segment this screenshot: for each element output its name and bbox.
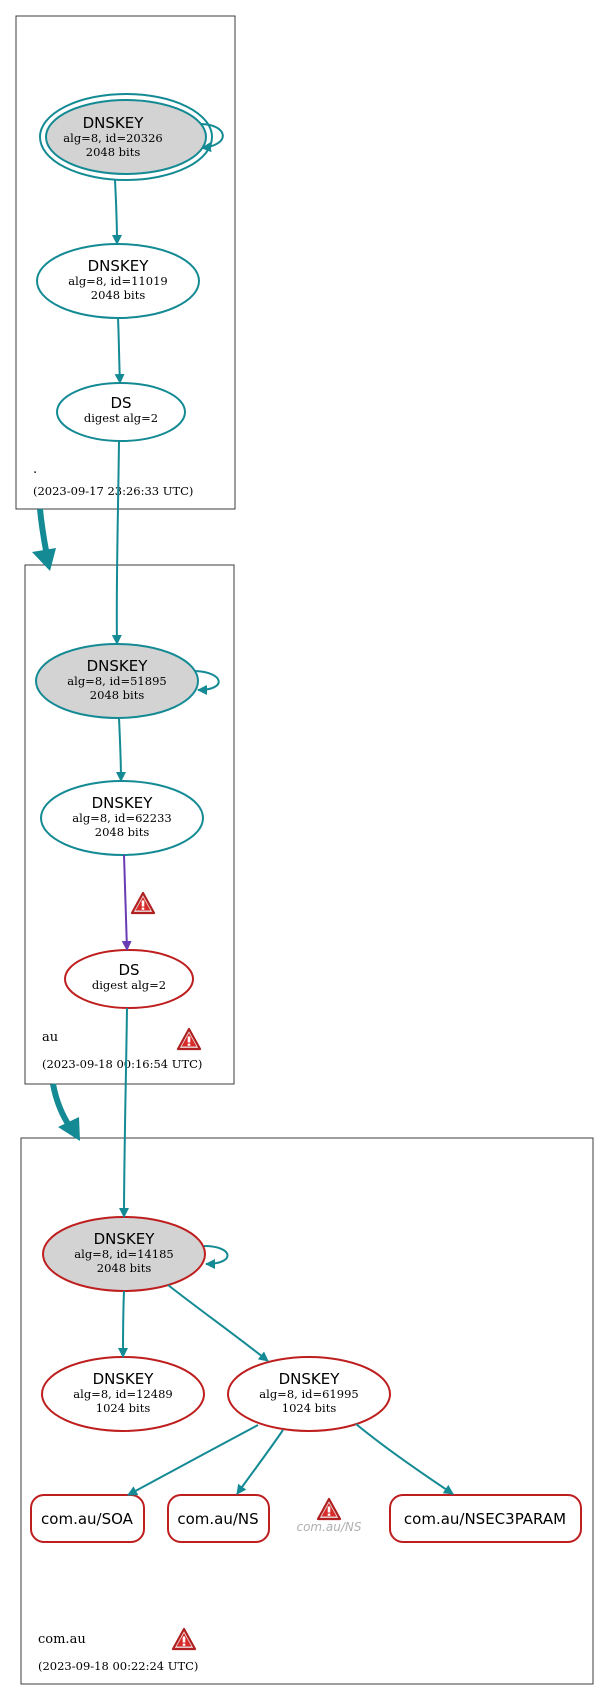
comau-zone-timestamp: (2023-09-18 00:22:24 UTC) bbox=[38, 1659, 198, 1673]
comau-ksk-title: DNSKEY bbox=[94, 1230, 156, 1248]
zone-comau: DNSKEY alg=8, id=14185 2048 bits DNSKEY … bbox=[20, 1137, 594, 1685]
delegation-au-to-comau-arrowhead bbox=[58, 1117, 80, 1141]
comau-zsk2-size: 1024 bits bbox=[282, 1401, 337, 1415]
au-zsk-node[interactable]: DNSKEY alg=8, id=62233 2048 bits bbox=[40, 780, 204, 856]
delegation-au-to-comau-line bbox=[50, 1083, 73, 1129]
root-ds-title: DS bbox=[110, 394, 131, 412]
comau-zsk1-node[interactable]: DNSKEY alg=8, id=12489 1024 bits bbox=[41, 1356, 205, 1432]
edge-root-ksk-to-zsk bbox=[111, 179, 122, 245]
comau-zsk2-node[interactable]: DNSKEY alg=8, id=61995 1024 bits bbox=[227, 1356, 391, 1432]
au-ksk-self-edge bbox=[194, 670, 220, 695]
comau-zsk1-detail: alg=8, id=12489 bbox=[73, 1387, 172, 1401]
au-ksk-size: 2048 bits bbox=[90, 688, 145, 702]
root-zsk-title: DNSKEY bbox=[88, 257, 150, 275]
comau-ghost-ns[interactable]: com.au/NS bbox=[296, 1497, 362, 1534]
au-zsk-title: DNSKEY bbox=[92, 794, 154, 812]
root-zsk-size: 2048 bits bbox=[91, 288, 146, 302]
edge-root-ds-to-au-ksk bbox=[111, 440, 122, 645]
au-ksk-title: DNSKEY bbox=[87, 657, 149, 675]
edge-comau-ksk-to-zsk2 bbox=[167, 1284, 269, 1362]
delegation-root-to-au-arrowhead bbox=[32, 548, 56, 571]
comau-nsec3param-label: com.au/NSEC3PARAM bbox=[404, 1510, 566, 1528]
root-zsk-detail: alg=8, id=11019 bbox=[68, 274, 167, 288]
root-ds-detail: digest alg=2 bbox=[84, 411, 158, 425]
root-zone-timestamp: (2023-09-17 23:26:33 UTC) bbox=[33, 484, 193, 498]
comau-soa-rrset[interactable]: com.au/SOA bbox=[30, 1494, 145, 1543]
edge-comau-zsk2-to-soa bbox=[127, 1424, 259, 1496]
au-ksk-node[interactable]: DNSKEY alg=8, id=51895 2048 bits bbox=[35, 643, 220, 719]
root-ds-node[interactable]: DS digest alg=2 bbox=[56, 382, 186, 442]
comau-ksk-size: 2048 bits bbox=[97, 1261, 152, 1275]
au-ds-detail: digest alg=2 bbox=[92, 978, 166, 992]
comau-zsk1-title: DNSKEY bbox=[93, 1370, 155, 1388]
comau-ns-rrset[interactable]: com.au/NS bbox=[167, 1494, 270, 1543]
comau-zone-name: com.au bbox=[38, 1632, 86, 1647]
edge-au-ds-to-comau-ksk bbox=[119, 1007, 130, 1218]
au-zsk-size: 2048 bits bbox=[95, 825, 150, 839]
zone-root: DNSKEY alg=8, id=20326 2048 bits DNSKEY … bbox=[15, 15, 236, 510]
comau-soa-label: com.au/SOA bbox=[41, 1510, 134, 1528]
comau-ghost-ns-label: com.au/NS bbox=[296, 1520, 361, 1534]
edge-comau-zsk2-to-nsec3param bbox=[355, 1423, 454, 1495]
comau-nsec3param-rrset[interactable]: com.au/NSEC3PARAM bbox=[389, 1494, 582, 1543]
root-ksk-title: DNSKEY bbox=[83, 114, 145, 132]
root-ksk-size: 2048 bits bbox=[86, 145, 141, 159]
root-zsk-node[interactable]: DNSKEY alg=8, id=11019 2048 bits bbox=[36, 243, 200, 319]
comau-ksk-self-edge bbox=[203, 1245, 229, 1269]
comau-ns-label: com.au/NS bbox=[177, 1510, 258, 1528]
edge-au-ksk-to-zsk bbox=[115, 717, 126, 782]
zone-au: DNSKEY alg=8, id=51895 2048 bits DNSKEY … bbox=[24, 564, 235, 1085]
root-ksk-node[interactable]: DNSKEY alg=8, id=20326 2048 bits bbox=[39, 93, 224, 181]
comau-zsk1-size: 1024 bits bbox=[96, 1401, 151, 1415]
edge-au-zsk-to-ds bbox=[121, 854, 132, 951]
comau-ksk-detail: alg=8, id=14185 bbox=[74, 1247, 173, 1261]
edge-root-zsk-to-ds bbox=[114, 317, 125, 384]
au-ksk-detail: alg=8, id=51895 bbox=[67, 674, 166, 688]
au-ds-node[interactable]: DS digest alg=2 bbox=[64, 949, 194, 1009]
delegation-root-to-au-line bbox=[37, 508, 50, 557]
edge-comau-zsk2-to-ns bbox=[236, 1429, 284, 1495]
au-zone-timestamp: (2023-09-18 00:16:54 UTC) bbox=[42, 1057, 202, 1071]
au-zsk-detail: alg=8, id=62233 bbox=[72, 811, 171, 825]
au-ds-title: DS bbox=[118, 961, 139, 979]
root-ksk-detail: alg=8, id=20326 bbox=[63, 131, 162, 145]
root-zone-name: . bbox=[33, 462, 37, 477]
au-zone-name: au bbox=[42, 1030, 58, 1045]
root-ksk-self-edge bbox=[199, 123, 224, 153]
comau-zsk2-detail: alg=8, id=61995 bbox=[259, 1387, 358, 1401]
edges bbox=[32, 179, 454, 1496]
comau-zsk2-title: DNSKEY bbox=[279, 1370, 341, 1388]
edge-comau-ksk-to-zsk1 bbox=[118, 1290, 129, 1358]
